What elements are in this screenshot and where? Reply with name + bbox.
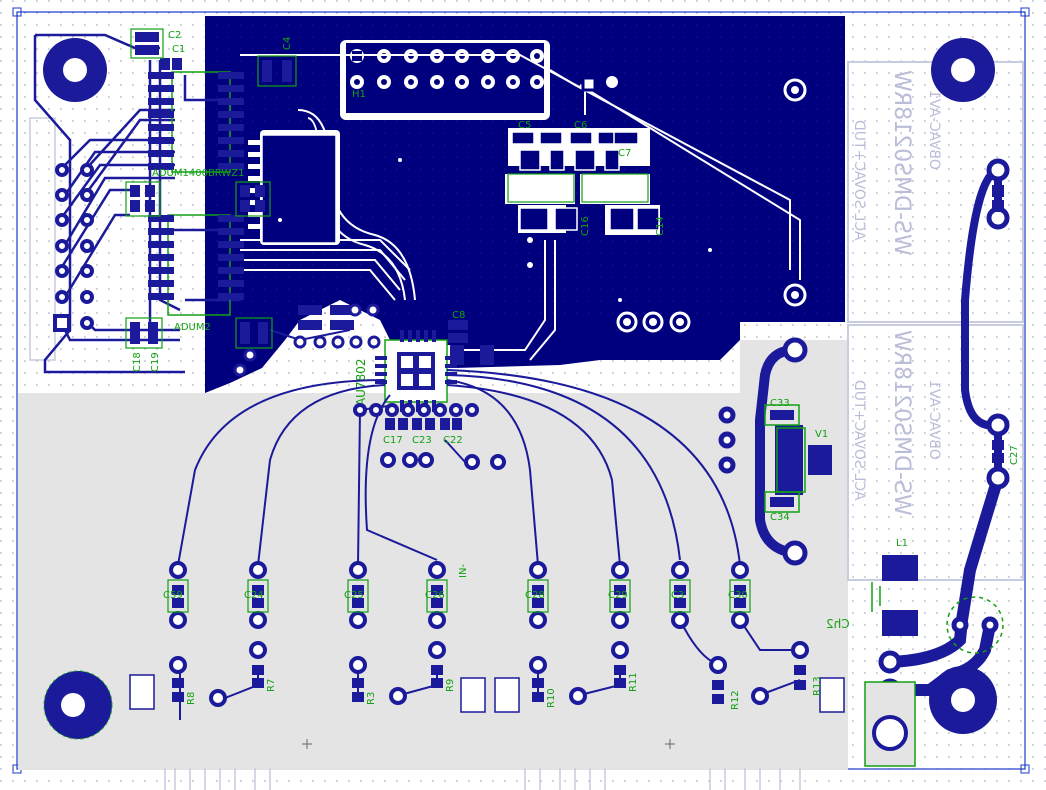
ground-zone (18, 340, 848, 770)
label-c34: C34 (770, 512, 790, 523)
mounting-holes (43, 38, 997, 740)
connector-left (53, 163, 94, 332)
ic-label-adum1400: ADUM1400BRWZ1 (152, 168, 244, 179)
label-c22: C22 (443, 435, 463, 446)
label-c1: C1 (172, 44, 185, 55)
smd-caps-left: C2 C1 C4 C18 C19 C8 (125, 28, 494, 372)
label-c16: C16 (580, 216, 591, 236)
channel-pads (129, 561, 845, 749)
label-v1: V1 (815, 429, 828, 440)
label-c26: C26 (425, 590, 445, 601)
label-c24: C24 (244, 590, 264, 601)
label-c7: C7 (618, 148, 631, 159)
label-c19: C19 (150, 352, 161, 372)
cap-row-nau: C17 C23 C22 (353, 403, 506, 470)
ic-copper-side (248, 134, 337, 244)
label-ch2: Ch2 (826, 617, 850, 631)
ic-label-adum2: ADUM2 (174, 322, 211, 333)
label-c4: C4 (282, 37, 293, 50)
label-r8: R8 (186, 692, 197, 705)
label-c8: C8 (452, 310, 465, 321)
label-c2: C2 (168, 30, 181, 41)
copper-thru-holes (278, 76, 807, 333)
label-r10: R10 (546, 688, 557, 708)
channel-labels: C59 C24 C25 C26 C28 C29 C3 C30 R8 R7 R3 … (163, 564, 850, 710)
mirrored-small-label: ACL-SOVAC+TUD (851, 380, 867, 500)
label-c28: C28 (525, 590, 545, 601)
mirrored-silkscreen: WS-DMS0218RW WS-DMS0218RW ACL-SOVAC+TUD … (29, 61, 1024, 790)
label-c25: C25 (344, 590, 364, 601)
label-r9: R9 (445, 679, 456, 692)
mirrored-small-label: OBVAC-AV1 (926, 380, 942, 460)
corner-marker (1020, 764, 1030, 774)
label-r12: R12 (730, 690, 741, 710)
label-r13: R13 (812, 676, 823, 696)
mirrored-small-label: ACL-SOVAC+TUD (851, 120, 867, 240)
label-c27: C27 (1009, 445, 1020, 465)
label-c5: C5 (518, 120, 531, 131)
label-c17: C17 (383, 435, 403, 446)
corner-marker (12, 7, 22, 17)
label-c23: C23 (412, 435, 432, 446)
label-r3: R3 (366, 692, 377, 705)
header-label: H1 (352, 89, 366, 100)
label-c33: C33 (770, 398, 790, 409)
label-c29: C29 (608, 590, 628, 601)
label-c3: C3 (671, 590, 684, 601)
mirrored-small-label: OBVAC-AV1 (926, 90, 942, 170)
label-c14: C14 (655, 216, 666, 236)
label-l1: L1 (896, 538, 908, 549)
module-outline (847, 324, 1024, 581)
isolator-vias (233, 303, 381, 377)
label-c59: C59 (163, 590, 183, 601)
ic-adum1400: ADUM1400BRWZ1 (148, 71, 244, 179)
label-c6: C6 (574, 120, 587, 131)
mirrored-part-label: WS-DMS0218RW (889, 70, 914, 256)
power-pads: C33 C34 V1 L1 C27 (718, 158, 1020, 767)
label-in-minus: IN- (458, 564, 469, 578)
corner-marker (1020, 7, 1030, 17)
ic-adum2: ADUM2 (148, 214, 244, 333)
regulator-caps: C5 C6 C7 C16 C14 (507, 120, 666, 236)
header-h1: H1 (344, 41, 546, 115)
label-c30: C30 (728, 590, 748, 601)
label-r11: R11 (628, 672, 639, 692)
label-c18: C18 (132, 352, 143, 372)
label-r7: R7 (266, 679, 277, 692)
mirrored-part-label: WS-DMS0218RW (889, 330, 914, 516)
